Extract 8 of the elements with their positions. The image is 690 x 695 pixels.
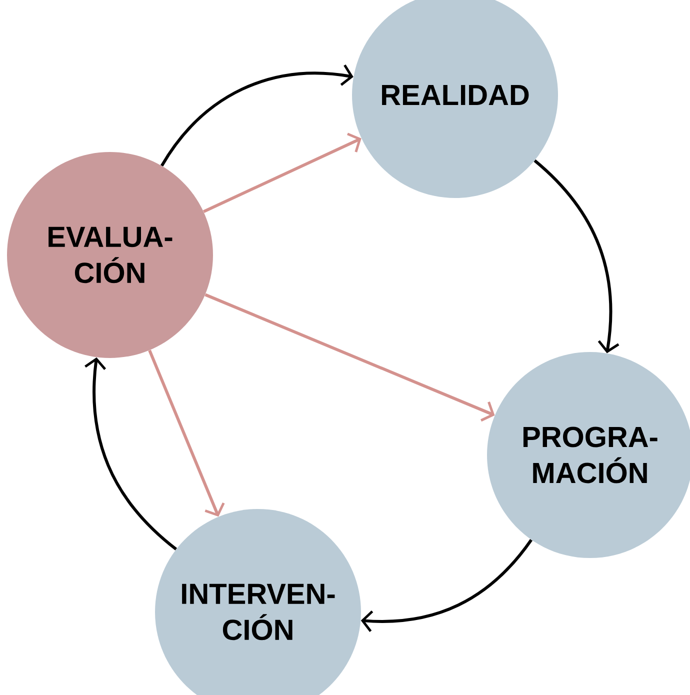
arrow [148, 350, 225, 517]
circle-node: EVALUA- CIÓN [7, 152, 213, 358]
arrow [204, 293, 495, 422]
arrow [84, 357, 178, 550]
arrow [160, 64, 354, 167]
arrow [534, 159, 620, 354]
arrow [203, 132, 362, 213]
arrow [360, 538, 532, 632]
